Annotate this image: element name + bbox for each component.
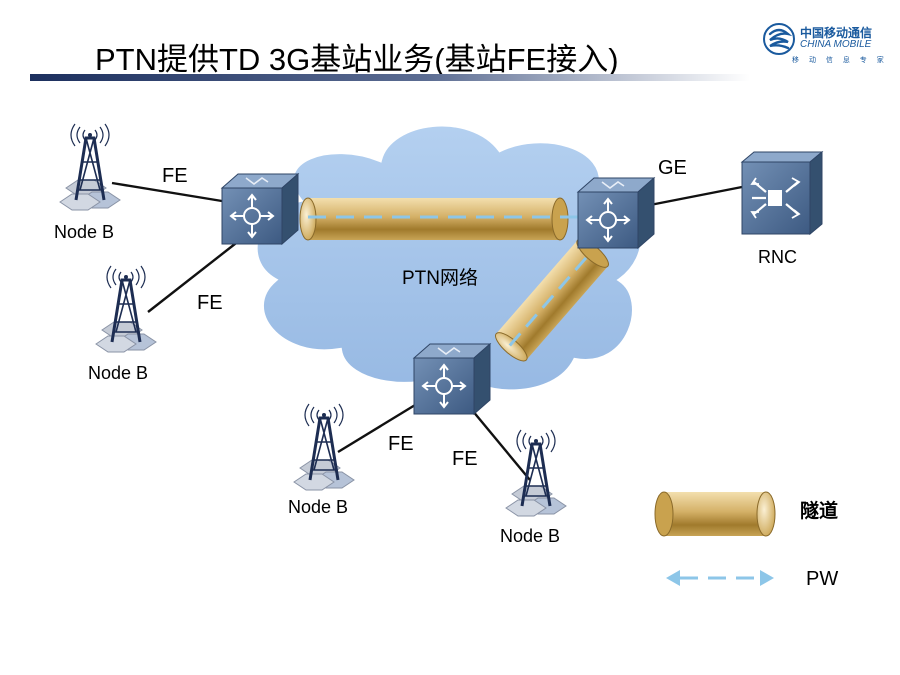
link-nodeb1-switch [111, 181, 229, 204]
node-b-label: Node B [288, 497, 348, 517]
rnc-label: RNC [758, 247, 797, 267]
cloud-label: PTN网络 [402, 267, 478, 289]
legend: 隧道 PW [654, 491, 838, 590]
link-nodeb3-switch [337, 400, 421, 454]
node-b-label: Node B [88, 363, 148, 383]
logo-slogan: 移 动 信 息 专 家 [792, 57, 888, 64]
tower-icon [504, 428, 568, 518]
link-label-fe: FE [388, 433, 414, 455]
china-mobile-emblem-icon [763, 23, 795, 55]
link-label-fe: FE [452, 448, 478, 470]
link-ge-rnc [649, 185, 743, 207]
node-b-label: Node B [500, 526, 560, 546]
link-nodeb4-switch [471, 409, 531, 481]
page-title: PTN提供TD 3G基站业务(基站FE接入) [95, 42, 619, 77]
link-label-fe: FE [162, 165, 188, 187]
ptn-switch-right [577, 177, 655, 249]
ptn-switch-left [221, 173, 299, 245]
link-nodeb2-switch [147, 239, 241, 313]
rnc-device [740, 150, 824, 236]
legend-tunnel-swatch [654, 491, 776, 537]
node-b-label: Node B [54, 222, 114, 242]
tower-icon [58, 122, 122, 212]
link-label-fe: FE [197, 292, 223, 314]
legend-pw-arrow-icon [666, 570, 774, 586]
china-mobile-logo: 中国移动通信 CHINA MOBILE 移 动 信 息 专 家 [762, 22, 884, 66]
tower-icon [94, 264, 158, 354]
logo-name-cn: 中国移动通信 [800, 26, 873, 40]
link-label-ge: GE [658, 157, 687, 179]
title-underline-bar [30, 74, 750, 81]
ptn-switch-bottom [413, 343, 491, 415]
legend-pw-label: PW [806, 568, 838, 590]
tunnel-horizontal [299, 197, 600, 241]
legend-tunnel-label: 隧道 [800, 499, 838, 522]
logo-name-en: CHINA MOBILE [800, 39, 872, 50]
